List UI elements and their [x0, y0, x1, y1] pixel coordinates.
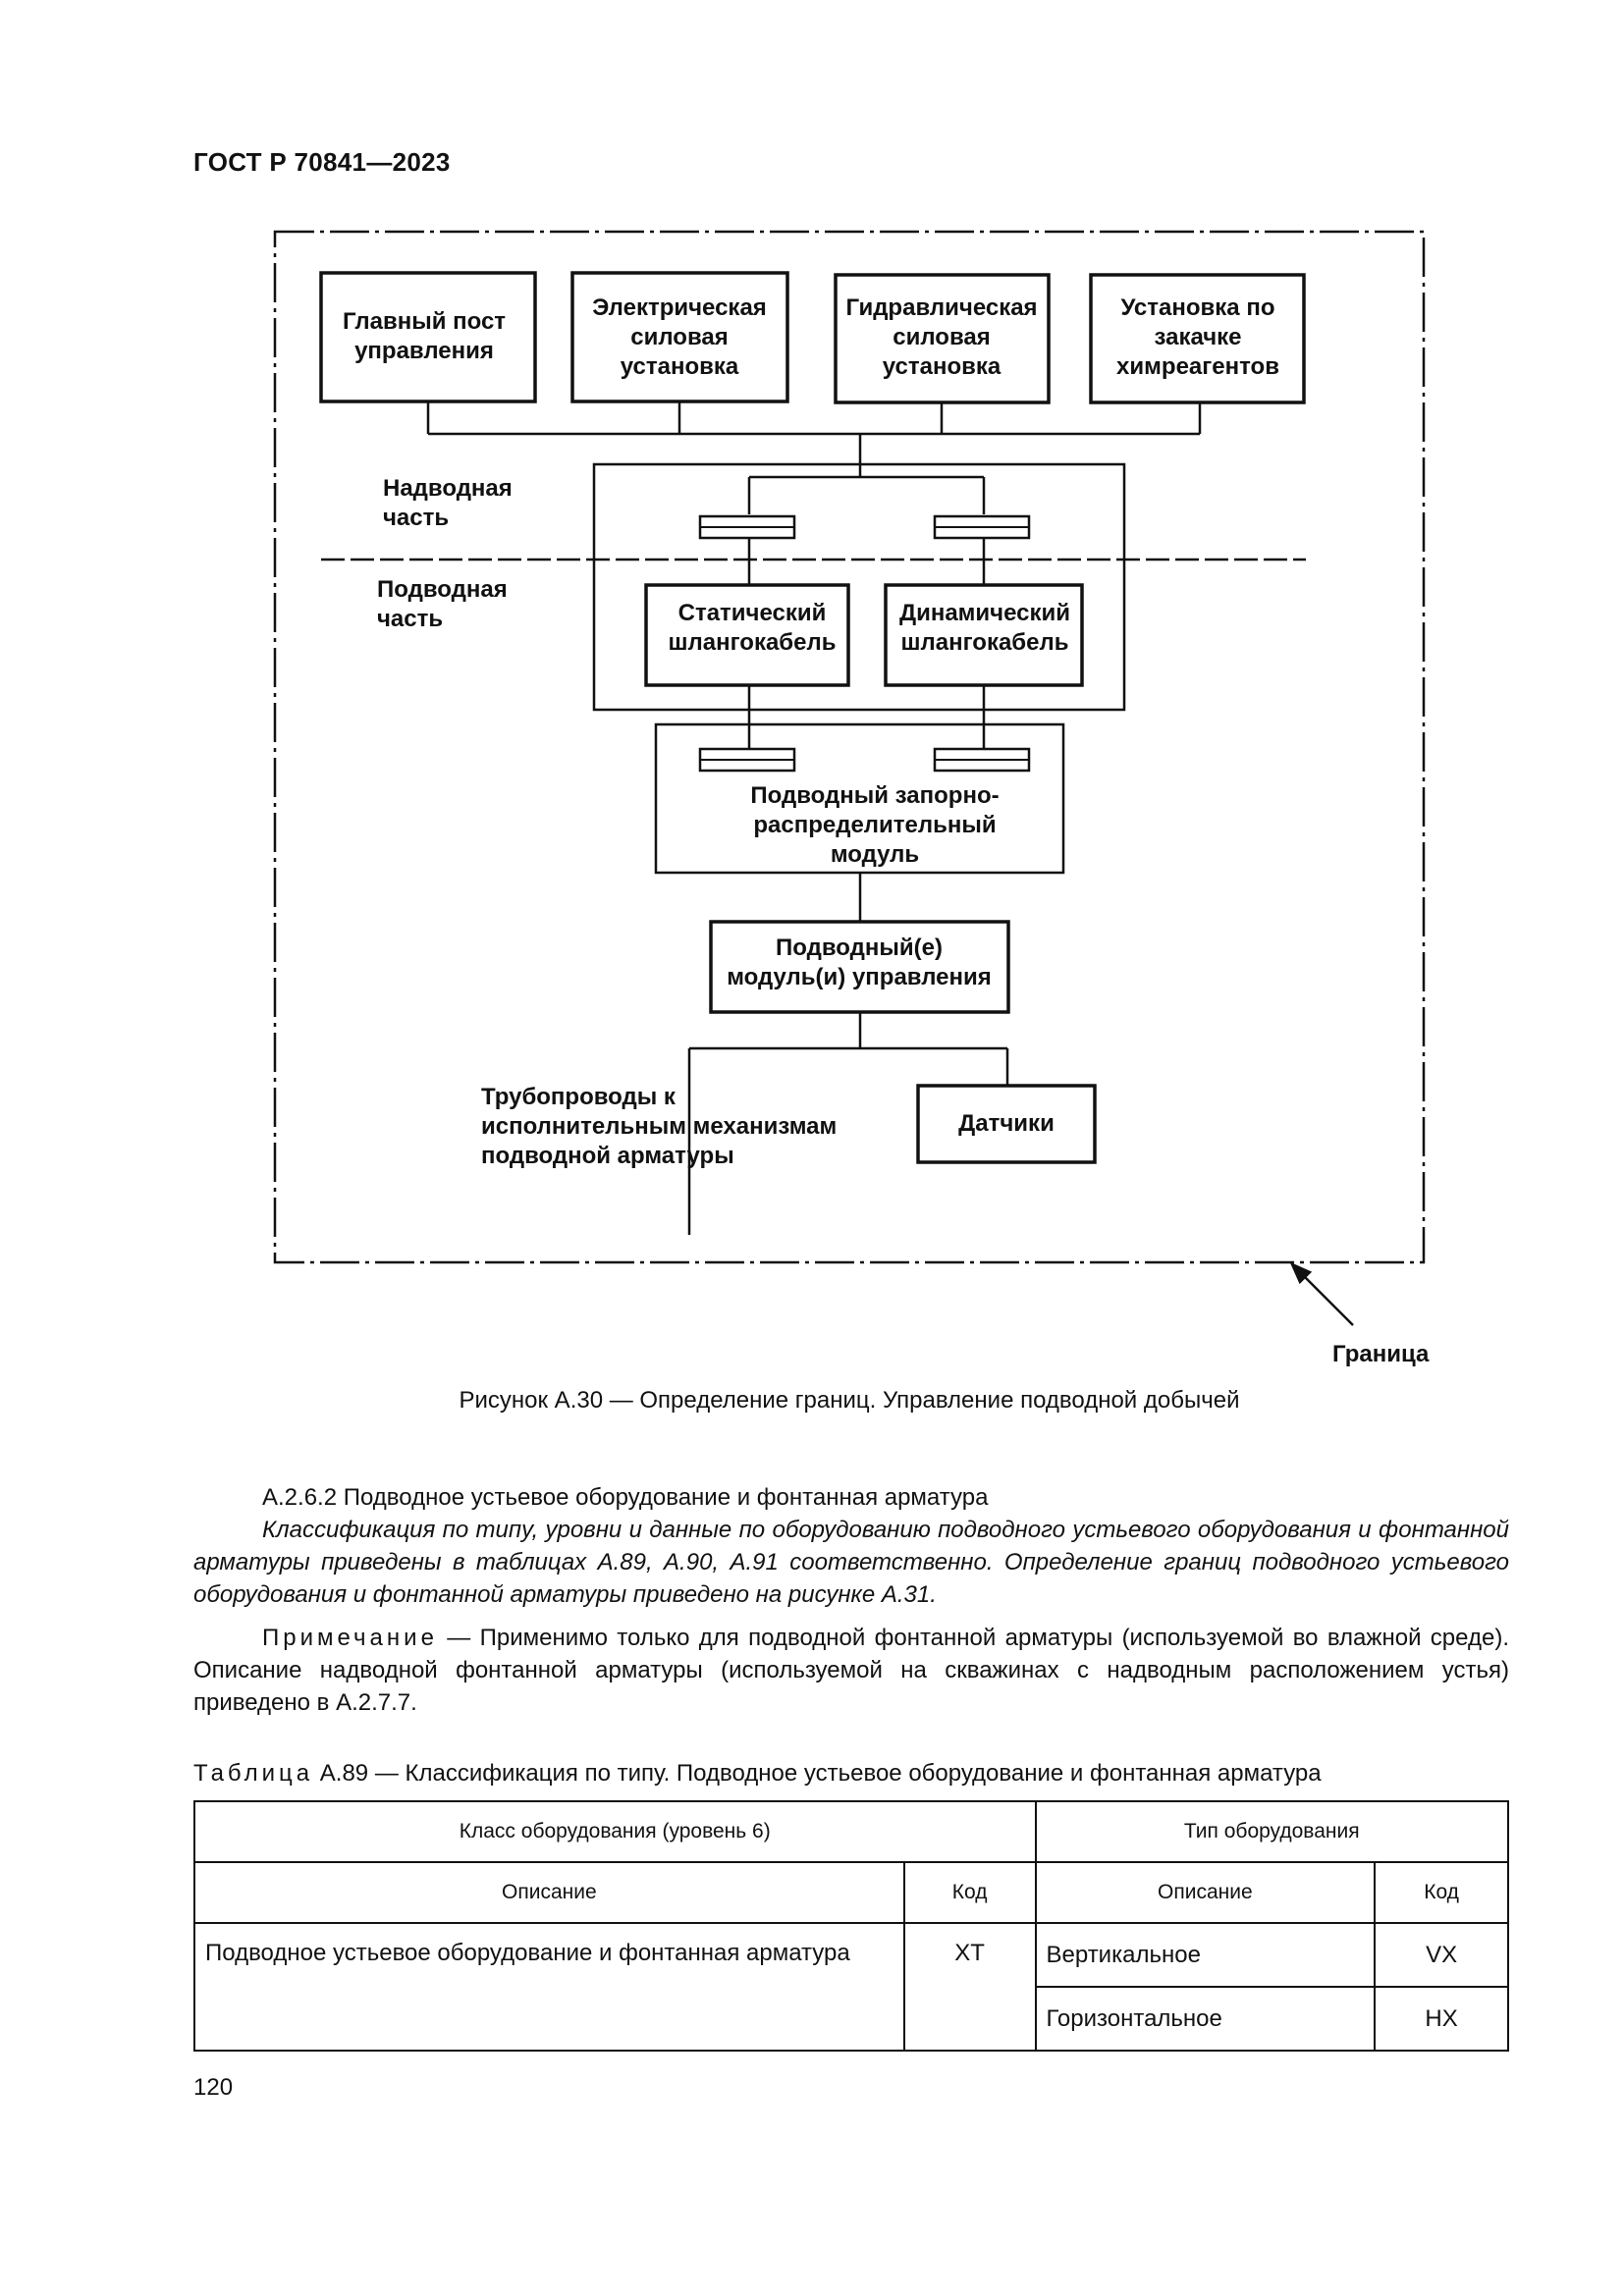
section-note: Примечание — Применимо только для подвод… — [193, 1622, 1509, 1719]
connector-symbol-upper-left — [698, 514, 796, 540]
distribution-module-label-2: распределительный — [753, 812, 996, 838]
surface-part-label-1: Надводная — [383, 475, 513, 502]
class-description-cell: Подводное устьевое оборудование и фонтан… — [193, 1922, 905, 2052]
chemical-injection-label-1: Установка по — [1121, 294, 1275, 321]
static-umbilical-label-1: Статический — [678, 600, 827, 626]
dynamic-umbilical-label-1: Динамический — [899, 600, 1070, 626]
distribution-module-label-3: модуль — [831, 841, 919, 868]
note-text: — Применимо только для подводной фонтанн… — [193, 1625, 1509, 1716]
connector-symbol-lower-right — [933, 747, 1031, 773]
chemical-injection-box — [1089, 273, 1306, 404]
table-row: Подводное устьевое оборудование и фонтан… — [193, 1922, 1509, 2052]
hydraulic-power-label-2: силовая — [893, 324, 990, 350]
sensors-box — [916, 1084, 1097, 1164]
main-control-label-1: Главный пост — [343, 308, 506, 335]
boundary-label: Граница — [1332, 1341, 1430, 1367]
static-umbilical-box — [644, 583, 850, 687]
type-group-header: Тип оборудования — [1034, 1800, 1510, 1863]
static-umbilical-label-2: шлангокабель — [669, 629, 837, 656]
top-bus-lines — [426, 401, 1202, 477]
table-title: Таблица А.89 — Классификация по типу. По… — [193, 1757, 1509, 1789]
note-label: Примечание — [262, 1625, 438, 1651]
boundary-diagram: Главный пост управления Электрическая си… — [273, 230, 1430, 1367]
hydraulic-power-label-3: установка — [883, 353, 1001, 380]
hydraulic-power-label-1: Гидравлическая — [845, 294, 1037, 321]
class-code-header: Код — [902, 1861, 1037, 1924]
control-module-label-1: Подводный(е) — [776, 934, 943, 961]
electric-power-label-1: Электрическая — [592, 294, 767, 321]
surface-part-label-2: часть — [383, 505, 449, 531]
pipelines-label-1: Трубопроводы к — [481, 1084, 677, 1110]
dynamic-umbilical-label-2: шлангокабель — [901, 629, 1069, 656]
sensors-label: Датчики — [958, 1110, 1055, 1137]
section-heading: А.2.6.2 Подводное устьевое оборудование … — [262, 1484, 989, 1511]
type-description-cell: Горизонтальное — [1034, 1986, 1377, 2052]
table-title-text: А.89 — Классификация по типу. Подводное … — [313, 1760, 1322, 1787]
umbilical-group-box — [592, 462, 1126, 712]
pipelines-label-3: подводной арматуры — [481, 1143, 734, 1169]
distribution-module-label-1: Подводный запорно- — [750, 782, 999, 809]
subsea-part-label-1: Подводная — [377, 576, 508, 603]
electric-power-label-3: установка — [621, 353, 739, 380]
section-italic-text: Классификация по типу, уровни и данные п… — [193, 1517, 1509, 1608]
subsea-part-label-2: часть — [377, 606, 443, 632]
table-title-label: Таблица — [193, 1760, 314, 1787]
document-header: ГОСТ Р 70841—2023 — [193, 147, 451, 177]
classification-table: Класс оборудования (уровень 6) Тип обору… — [193, 1800, 1510, 2052]
boundary-frame — [273, 230, 1426, 1264]
type-description-header: Описание — [1034, 1861, 1377, 1924]
table-group-header-row: Класс оборудования (уровень 6) Тип обору… — [193, 1800, 1510, 1863]
type-description-cell: Вертикальное — [1034, 1922, 1377, 1988]
type-code-cell: VX — [1374, 1922, 1509, 1988]
class-code-cell: XT — [902, 1922, 1037, 2052]
class-description-header: Описание — [193, 1861, 905, 1924]
main-control-label-2: управления — [354, 338, 494, 364]
type-code-cell: HX — [1374, 1986, 1509, 2052]
electric-power-label-2: силовая — [630, 324, 728, 350]
connector-symbol-upper-right — [933, 514, 1031, 540]
chemical-injection-label-2: закачке — [1154, 324, 1241, 350]
control-to-outputs-lines — [687, 1012, 1009, 1235]
chemical-injection-label-3: химреагентов — [1116, 353, 1279, 380]
pipelines-label-2: исполнительным механизмам — [481, 1113, 837, 1140]
figure-caption: Рисунок А.30 — Определение границ. Управ… — [459, 1387, 1240, 1414]
table-row: Горизонтальное HX — [194, 1986, 1509, 2052]
connector-symbol-lower-left — [698, 747, 796, 773]
boundary-arrow — [1289, 1261, 1354, 1326]
class-group-header: Класс оборудования (уровень 6) — [193, 1800, 1037, 1863]
table-sub-header-row: Описание Код Описание Код — [193, 1861, 1509, 1924]
umbilical-to-module-lines — [747, 685, 986, 749]
type-code-header: Код — [1374, 1861, 1509, 1924]
umbilical-connections — [747, 475, 986, 585]
control-module-label-2: модуль(и) управления — [727, 964, 992, 990]
page-number: 120 — [193, 2074, 234, 2101]
